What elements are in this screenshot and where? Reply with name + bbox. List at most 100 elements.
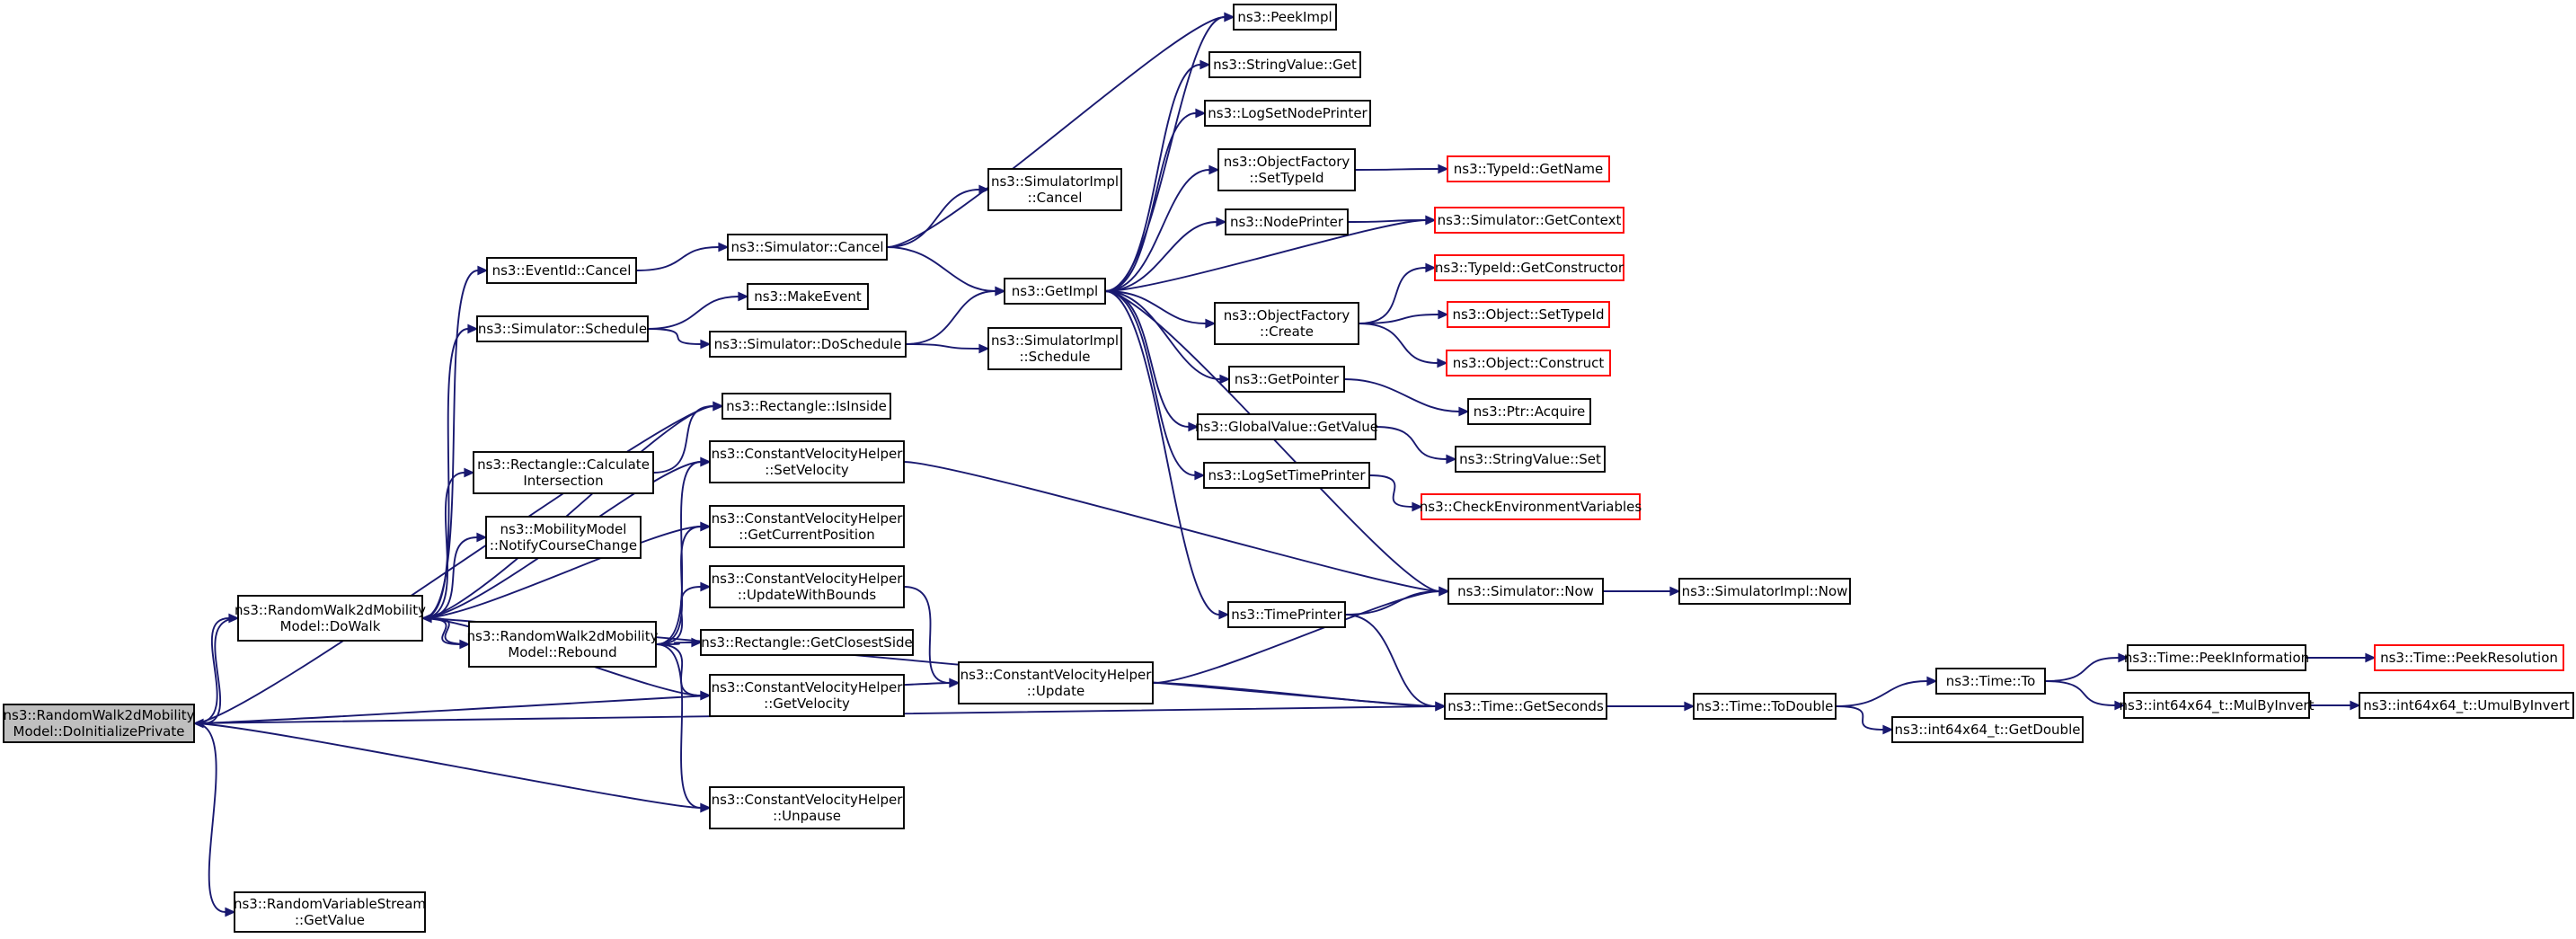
- edge-timeprinter-to-time-getseconds: [1344, 614, 1447, 712]
- node-logsetnodeprinter[interactable]: ns3::LogSetNodePrinter: [1204, 100, 1371, 127]
- edge-rect-calc-to-rect-isinside: [652, 401, 724, 474]
- node-cvh-setvel[interactable]: ns3::ConstantVelocityHelper::SetVelocity: [709, 440, 905, 483]
- node-box: [1227, 601, 1346, 628]
- node-rect-closest[interactable]: ns3::Rectangle::GetClosestSide: [700, 629, 914, 656]
- node-cvh-updbounds[interactable]: ns3::ConstantVelocityHelper::UpdateWithB…: [709, 565, 905, 608]
- node-box: [1434, 207, 1624, 234]
- node-label: ns3::GetPointer: [1235, 371, 1340, 387]
- node-label: Intersection: [523, 473, 603, 489]
- node-int64-getdouble[interactable]: ns3::int64x64_t::GetDouble: [1891, 716, 2084, 743]
- node-label: ns3::Object::SetTypeId: [1453, 306, 1605, 323]
- node-checkenv[interactable]: ns3::CheckEnvironmentVariables: [1420, 493, 1642, 520]
- edge-of-create-to-obj-construct: [1358, 323, 1448, 368]
- node-time-getseconds[interactable]: ns3::Time::GetSeconds: [1444, 693, 1607, 720]
- edge-int64-mulbyinvert-to-int64-umulbyinvert: [2308, 700, 2361, 711]
- node-box: [1678, 578, 1851, 605]
- node-of-settypeid[interactable]: ns3::ObjectFactory::SetTypeId: [1217, 148, 1356, 191]
- node-sim-schedule[interactable]: ns3::Simulator::Schedule: [476, 315, 649, 342]
- edge-getimpl-to-of-settypeid: [1104, 164, 1220, 292]
- call-nodes: ns3::RandomWalk2dMobilityModel::DoInitia…: [3, 4, 2574, 933]
- node-sim-now[interactable]: ns3::Simulator::Now: [1447, 578, 1604, 605]
- node-time-peekres[interactable]: ns3::Time::PeekResolution: [2374, 644, 2564, 671]
- node-box: [234, 891, 426, 933]
- node-gv-getvalue[interactable]: ns3::GlobalValue::GetValue: [1195, 413, 1378, 440]
- node-label: ns3::LogSetNodePrinter: [1208, 105, 1368, 121]
- edge-sim-doschedule-to-simimpl-schedule: [905, 343, 990, 354]
- node-peekimpl[interactable]: ns3::PeekImpl: [1233, 4, 1337, 31]
- edge-sim-cancel-to-simimpl-cancel: [886, 184, 990, 248]
- edge-getimpl-to-stringvalue-get: [1104, 59, 1211, 292]
- node-sim-doschedule[interactable]: ns3::Simulator::DoSchedule: [709, 331, 907, 358]
- node-label: ::NotifyCourseChange: [490, 537, 637, 554]
- node-box: [1447, 301, 1610, 328]
- node-logsettimeprinter[interactable]: ns3::LogSetTimePrinter: [1203, 462, 1370, 489]
- node-obj-settypeid[interactable]: ns3::Object::SetTypeId: [1447, 301, 1610, 328]
- node-typeid-getname[interactable]: ns3::TypeId::GetName: [1447, 155, 1610, 182]
- node-stringvalue-get[interactable]: ns3::StringValue::Get: [1208, 51, 1361, 78]
- edge-rebound-to-dowalk: [420, 613, 470, 645]
- node-rect-isinside[interactable]: ns3::Rectangle::IsInside: [721, 393, 891, 420]
- node-time-to[interactable]: ns3::Time::To: [1935, 668, 2046, 695]
- node-mm-notify[interactable]: ns3::MobilityModel::NotifyCourseChange: [485, 516, 642, 559]
- node-cvh-update[interactable]: ns3::ConstantVelocityHelper::Update: [958, 661, 1154, 704]
- edge-of-settypeid-to-typeid-getname: [1354, 164, 1449, 174]
- node-of-create[interactable]: ns3::ObjectFactory::Create: [1214, 302, 1359, 345]
- node-simimpl-cancel[interactable]: ns3::SimulatorImpl::Cancel: [987, 168, 1122, 211]
- node-cvh-unpause[interactable]: ns3::ConstantVelocityHelper::Unpause: [709, 786, 905, 829]
- node-label: ::GetValue: [295, 912, 365, 928]
- edge-getimpl-to-timeprinter: [1104, 290, 1230, 620]
- node-label: ns3::ConstantVelocityHelper: [712, 792, 904, 808]
- edge-time-to-to-int64-mulbyinvert: [2044, 680, 2126, 711]
- node-label: ns3::Time::To: [1946, 673, 2036, 689]
- node-label: ns3::Simulator::DoSchedule: [714, 336, 902, 352]
- node-obj-construct[interactable]: ns3::Object::Construct: [1446, 350, 1611, 376]
- edge-dowalk-to-root: [192, 617, 239, 729]
- node-label: ns3::Simulator::Now: [1457, 583, 1594, 599]
- node-label: ns3::SimulatorImpl::Now: [1682, 583, 1848, 599]
- node-label: ns3::Rectangle::GetClosestSide: [701, 634, 913, 651]
- node-makeevent[interactable]: ns3::MakeEvent: [747, 283, 869, 310]
- node-sim-cancel[interactable]: ns3::Simulator::Cancel: [727, 234, 888, 261]
- node-typeid-getctor[interactable]: ns3::TypeId::GetConstructor: [1434, 254, 1624, 281]
- edge-sim-cancel-to-getimpl: [886, 246, 1006, 297]
- node-rvs-getvalue[interactable]: ns3::RandomVariableStream::GetValue: [234, 891, 426, 933]
- edge-time-to-to-time-peekinfo: [2044, 652, 2129, 682]
- node-int64-mulbyinvert[interactable]: ns3::int64x64_t::MulByInvert: [2120, 692, 2315, 719]
- edge-logsettimeprinter-to-checkenv: [1368, 474, 1423, 512]
- node-simimpl-now[interactable]: ns3::SimulatorImpl::Now: [1678, 578, 1851, 605]
- edge-of-create-to-obj-settypeid: [1358, 309, 1449, 324]
- node-ptr-acquire[interactable]: ns3::Ptr::Acquire: [1467, 398, 1591, 425]
- node-getpointer[interactable]: ns3::GetPointer: [1228, 366, 1345, 393]
- node-box: [1197, 413, 1377, 440]
- edge-time-todouble-to-time-to: [1835, 676, 1938, 707]
- node-box: [1935, 668, 2046, 695]
- edge-getimpl-to-logsettimeprinter: [1104, 290, 1206, 481]
- node-label: Model::DoWalk: [280, 618, 381, 634]
- node-eventid-cancel[interactable]: ns3::EventId::Cancel: [486, 257, 637, 284]
- node-box: [1228, 366, 1345, 393]
- node-int64-umulbyinvert[interactable]: ns3::int64x64_t::UmulByInvert: [2359, 692, 2574, 719]
- node-stringvalue-set[interactable]: ns3::StringValue::Set: [1455, 446, 1606, 473]
- node-box: [1203, 462, 1370, 489]
- node-simimpl-schedule[interactable]: ns3::SimulatorImpl::Schedule: [987, 327, 1122, 370]
- node-cvh-getpos[interactable]: ns3::ConstantVelocityHelper::GetCurrentP…: [709, 505, 905, 548]
- node-cvh-getvel[interactable]: ns3::ConstantVelocityHelper::GetVelocity: [709, 674, 905, 717]
- node-time-todouble[interactable]: ns3::Time::ToDouble: [1693, 693, 1837, 720]
- node-box: [747, 283, 869, 310]
- node-label: ::Schedule: [1019, 349, 1090, 365]
- node-sim-getcontext[interactable]: ns3::Simulator::GetContext: [1434, 207, 1624, 234]
- node-label: ::SetTypeId: [1249, 170, 1323, 186]
- edge-rebound-to-rect-closest: [655, 637, 703, 648]
- node-label: ns3::SimulatorImpl: [991, 332, 1119, 349]
- node-box: [709, 440, 905, 483]
- node-time-peekinfo[interactable]: ns3::Time::PeekInformation: [2124, 644, 2309, 671]
- node-box: [1208, 51, 1361, 78]
- edge-root-to-rvs-getvalue: [193, 722, 236, 917]
- node-timeprinter[interactable]: ns3::TimePrinter: [1227, 601, 1346, 628]
- node-root[interactable]: ns3::RandomWalk2dMobilityModel::DoInitia…: [3, 704, 195, 743]
- node-nodeprinter[interactable]: ns3::NodePrinter: [1225, 208, 1349, 235]
- node-getimpl[interactable]: ns3::GetImpl: [1004, 278, 1106, 305]
